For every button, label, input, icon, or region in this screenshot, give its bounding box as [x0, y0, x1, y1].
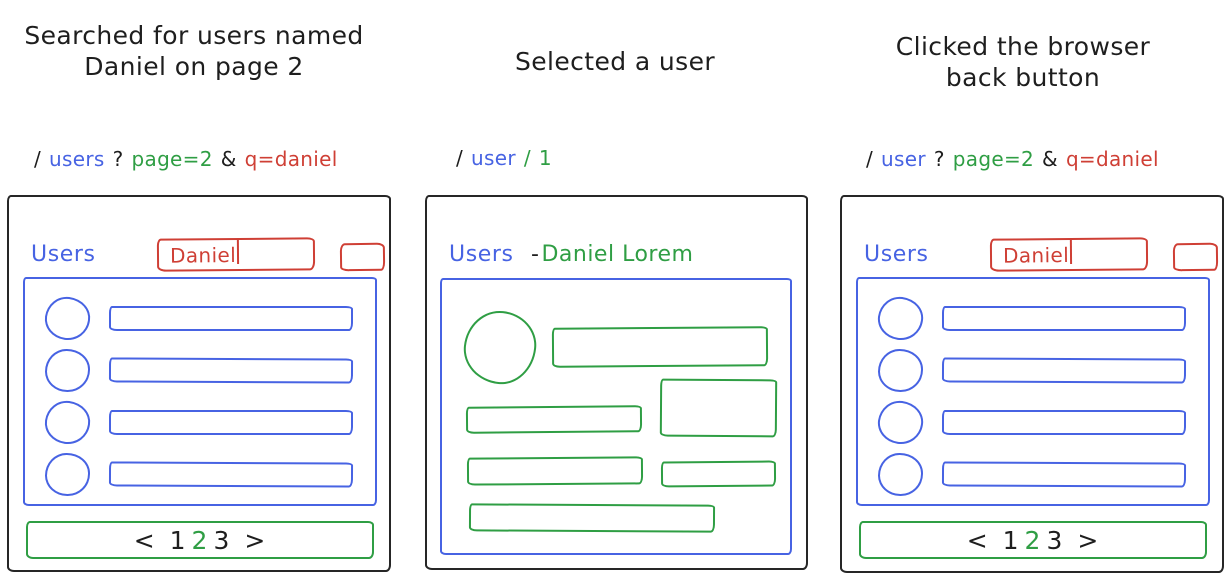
- caption-selected: Selected a user: [445, 46, 785, 77]
- user-list-row: [42, 292, 353, 344]
- pagination-token: 1: [169, 525, 187, 555]
- user-name: Daniel Lorem: [541, 242, 694, 267]
- avatar-circle: [45, 348, 90, 392]
- pagination-token: 1: [1002, 525, 1020, 555]
- users-heading: Users: [864, 242, 929, 267]
- pagination-token: >: [1077, 525, 1100, 555]
- users-heading: Users: [449, 242, 514, 267]
- pagination-token: 3: [213, 525, 231, 555]
- user-detail-title: - Daniel Lorem: [531, 242, 693, 267]
- search-input: Daniel: [156, 237, 316, 272]
- url-segment: page=2: [952, 147, 1035, 171]
- pagination-token: 3: [1046, 525, 1064, 555]
- avatar-circle: [875, 293, 926, 343]
- search-button: [339, 242, 386, 272]
- url-segment: &: [220, 147, 237, 171]
- caption-searched: Searched for users named Daniel on page …: [8, 20, 380, 83]
- user-list-container: [856, 277, 1210, 506]
- user-detail-container: [440, 278, 792, 555]
- url-segment: user: [471, 146, 516, 170]
- url-segment: ?: [933, 147, 945, 171]
- detail-bar: [468, 503, 716, 533]
- search-value: Daniel: [1002, 242, 1070, 268]
- avatar-circle: [875, 397, 926, 447]
- avatar-circle: [878, 348, 923, 392]
- pagination-token: >: [244, 525, 267, 555]
- pagination-token: 2: [191, 525, 209, 555]
- row-bar: [942, 409, 1186, 435]
- user-list-row: [875, 396, 1186, 448]
- caption-back-button: Clicked the browser back button: [845, 31, 1201, 94]
- row-bar: [109, 409, 353, 435]
- url-segment: q=daniel: [244, 147, 338, 171]
- caption-line: back button: [945, 63, 1101, 93]
- search-input: Daniel: [989, 237, 1149, 272]
- user-list-row: [878, 344, 1187, 396]
- url-segment: /: [456, 146, 464, 170]
- avatar-circle: [42, 397, 93, 447]
- user-list-row: [42, 396, 353, 448]
- url-user-page2-q-daniel: / user? page=2&q=daniel: [866, 147, 1159, 171]
- caption-line: Clicked the browser: [895, 32, 1151, 61]
- user-list-row: [878, 448, 1187, 500]
- url-segment: /: [523, 146, 531, 170]
- url-users-page2-q-daniel: / users? page=2&q=daniel: [34, 147, 338, 171]
- url-segment: /: [34, 147, 42, 171]
- search-button: [1172, 242, 1219, 272]
- row-bar: [108, 460, 354, 488]
- url-segment: 1: [538, 146, 552, 170]
- user-list-container: [23, 277, 377, 506]
- pagination-token: 2: [1024, 525, 1042, 555]
- detail-rect-right: [659, 378, 778, 438]
- text-cursor: [1070, 238, 1073, 264]
- title-dash: -: [531, 242, 540, 267]
- detail-bar: [466, 456, 644, 486]
- users-heading: Users: [31, 242, 96, 267]
- avatar-circle: [42, 293, 93, 343]
- profile-avatar-circle: [460, 307, 540, 388]
- detail-bar: [660, 460, 777, 488]
- url-segment: /: [866, 147, 874, 171]
- text-cursor: [237, 238, 240, 264]
- row-bar: [109, 305, 353, 331]
- caption-line: Selected a user: [514, 47, 716, 76]
- row-bar: [941, 460, 1187, 488]
- row-bar: [941, 356, 1187, 384]
- caption-line: Searched for users named: [24, 21, 364, 50]
- caption-line: Daniel on page 2: [84, 52, 304, 82]
- pagination-token: <: [133, 525, 156, 555]
- user-list-row: [45, 448, 354, 500]
- url-segment: user: [881, 147, 926, 171]
- user-list-row: [45, 344, 354, 396]
- detail-bar: [465, 405, 643, 434]
- url-user-1: / user / 1: [456, 146, 552, 170]
- avatar-circle: [45, 452, 90, 496]
- url-segment: users: [49, 147, 105, 171]
- browser-frame-detail: Users - Daniel Lorem: [425, 195, 808, 570]
- user-list-row: [875, 292, 1186, 344]
- url-segment: page=2: [131, 147, 213, 171]
- pagination-token: <: [966, 525, 989, 555]
- avatar-circle: [878, 452, 923, 496]
- detail-bar-top: [551, 326, 769, 368]
- search-value: Daniel: [169, 242, 237, 268]
- row-bar: [942, 305, 1186, 331]
- row-bar: [108, 356, 354, 384]
- url-segment: ?: [112, 147, 124, 171]
- url-segment: q=daniel: [1065, 147, 1159, 171]
- url-segment: &: [1042, 147, 1058, 171]
